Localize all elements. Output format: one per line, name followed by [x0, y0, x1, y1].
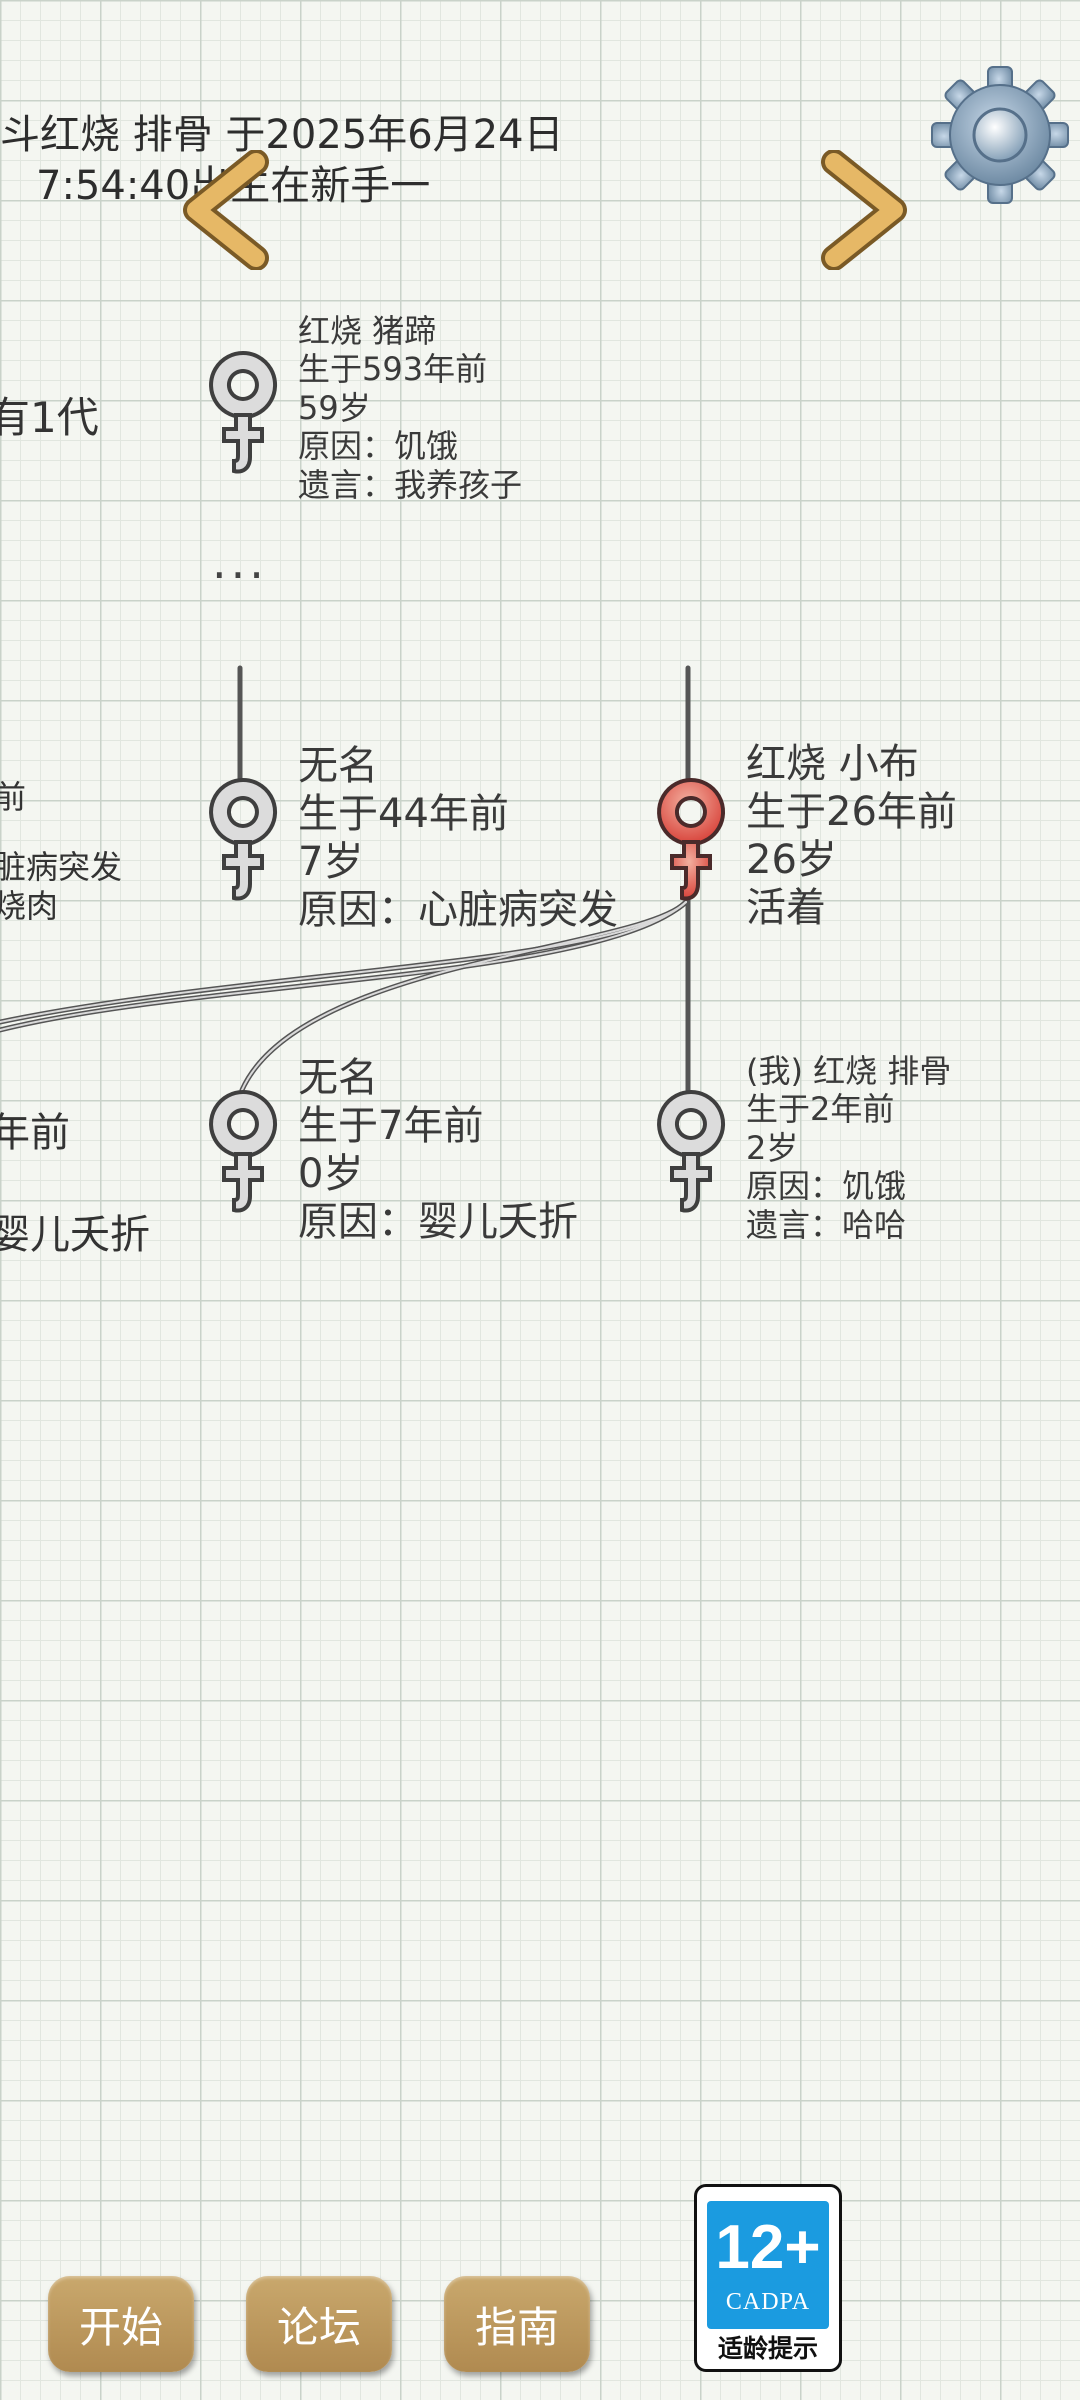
- age-rating-hint: 适龄提示: [717, 2334, 818, 2363]
- person-age: 59岁: [298, 388, 371, 427]
- forum-button[interactable]: 论坛: [246, 2276, 392, 2372]
- person-cause: 原因：饥饿: [298, 427, 459, 466]
- person-name: 无名: [298, 1055, 378, 1101]
- person-born: 生于2年前: [746, 1090, 895, 1129]
- person-info-grandmother: 红烧 猪蹄 生于593年前 59岁 原因：饥饿 遗言：我养孩子: [298, 312, 522, 504]
- person-age: 2岁: [746, 1128, 799, 1167]
- partial-person-info-left-row3: 年前 婴儿夭折: [0, 1100, 150, 1260]
- person-info-sibling: 无名 生于7年前 0岁 原因：婴儿夭折: [298, 1054, 578, 1246]
- age-rating-value: 12+: [715, 2213, 821, 2282]
- partial-text: 婴儿夭折: [0, 1212, 150, 1258]
- person-born: 生于593年前: [298, 350, 488, 389]
- person-name: 红烧 猪蹄: [298, 312, 437, 350]
- generation-label: 有1代: [0, 393, 99, 442]
- partial-text: 年前: [0, 1110, 70, 1156]
- person-name: 无名: [298, 743, 378, 789]
- partial-text: 前: [0, 778, 27, 816]
- person-name: 红烧 小布: [746, 741, 919, 787]
- person-born: 生于26年前: [746, 789, 957, 835]
- person-info-mother: 红烧 小布 生于26年前 26岁 活着: [746, 740, 957, 932]
- guide-button[interactable]: 指南: [444, 2276, 590, 2372]
- person-will: 遗言：哈哈: [746, 1205, 907, 1244]
- partial-person-info-left-row2: 前 脏病突发 烧肉: [0, 778, 122, 925]
- person-cause: 原因：饥饿: [746, 1167, 907, 1206]
- birth-info-line1: 斗红烧 排骨 于2025年6月24日: [0, 112, 564, 158]
- person-born: 生于44年前: [298, 791, 509, 837]
- next-arrow-icon[interactable]: [812, 150, 912, 270]
- person-will: 遗言：我养孩子: [298, 465, 523, 504]
- person-age: 7岁: [298, 839, 364, 885]
- start-button[interactable]: 开始: [48, 2276, 194, 2372]
- age-rating-badge[interactable]: 12+ CADPA 适龄提示: [694, 2184, 842, 2372]
- more-ancestors-ellipsis[interactable]: ···: [212, 548, 268, 602]
- person-info-self: (我) 红烧 排骨 生于2年前 2岁 原因：饥饿 遗言：哈哈: [746, 1052, 951, 1244]
- female-symbol-icon[interactable]: [198, 345, 288, 485]
- female-symbol-alive-icon[interactable]: [646, 772, 736, 912]
- person-born: 生于7年前: [298, 1103, 484, 1149]
- settings-gear-icon[interactable]: [930, 65, 1070, 205]
- partial-text: 脏病突发: [0, 848, 123, 887]
- person-cause: 原因：心脏病突发: [298, 887, 618, 933]
- previous-arrow-icon[interactable]: [178, 150, 278, 270]
- female-symbol-icon[interactable]: [198, 772, 288, 912]
- person-cause: 原因：婴儿夭折: [298, 1199, 578, 1245]
- person-name: (我) 红烧 排骨: [746, 1052, 952, 1090]
- person-status: 活着: [746, 885, 826, 931]
- age-rating-org: CADPA: [725, 2289, 811, 2315]
- person-age: 26岁: [746, 837, 837, 883]
- person-age: 0岁: [298, 1151, 364, 1197]
- female-symbol-icon[interactable]: [198, 1084, 288, 1224]
- female-symbol-self-icon[interactable]: [646, 1084, 736, 1224]
- partial-text: 烧肉: [0, 886, 59, 925]
- person-info-aunt: 无名 生于44年前 7岁 原因：心脏病突发: [298, 742, 618, 934]
- age-rating-panel: 12+ CADPA: [707, 2201, 829, 2329]
